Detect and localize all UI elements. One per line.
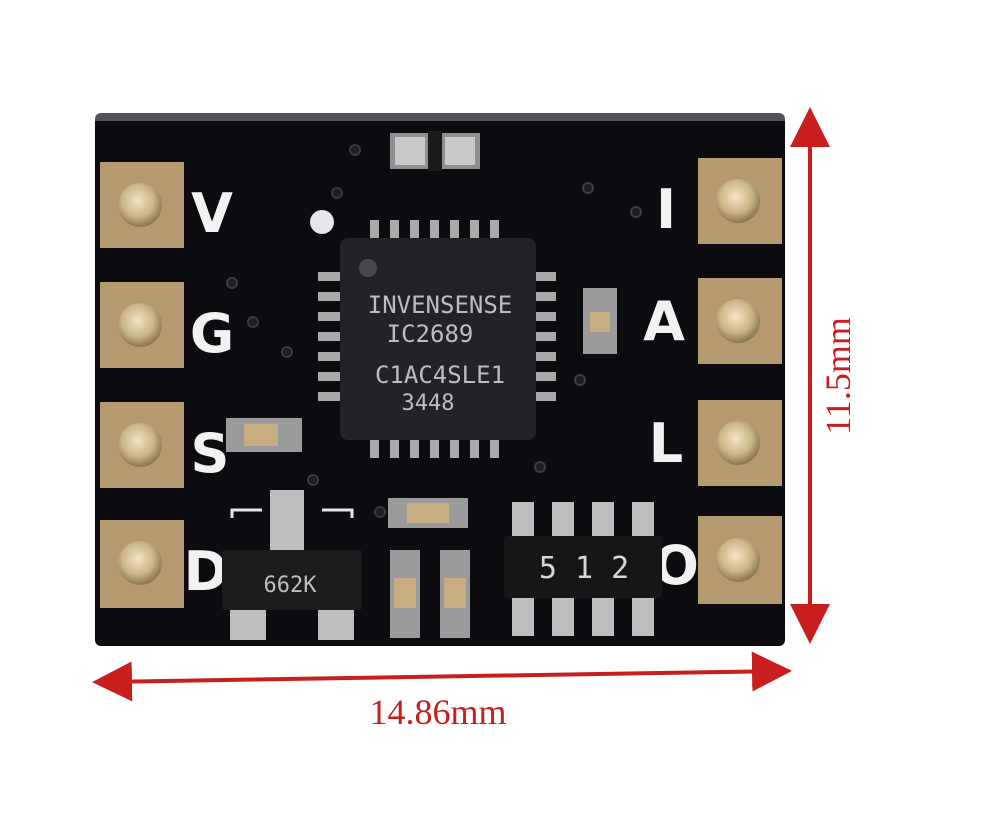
chip-pin1-dot — [359, 259, 377, 277]
pin-label-l: L — [649, 412, 683, 475]
resistor-array: 5 1 2 — [504, 502, 662, 636]
height-label: 11.5mm — [818, 317, 858, 435]
imu-chip: INVENSENSE IC2689 C1AC4SLE1 3448 — [318, 220, 556, 458]
pin-label-a: A — [643, 290, 685, 353]
pin-label-v: V — [191, 182, 233, 245]
transistor-marking: 662K — [264, 573, 318, 598]
pin-label-g: G — [190, 302, 234, 365]
chip-text-part: IC2689 — [387, 320, 474, 348]
right-pads — [698, 158, 782, 604]
pin1-marker-dot — [310, 210, 334, 234]
left-pads — [100, 162, 184, 608]
left-capacitor — [226, 418, 302, 452]
width-label: 14.86mm — [369, 692, 506, 732]
chip-text-date: 3448 — [402, 391, 455, 416]
width-arrow — [92, 651, 792, 702]
top-capacitor — [390, 131, 480, 171]
chip-text-brand: INVENSENSE — [368, 291, 513, 319]
chip-text-lot: C1AC4SLE1 — [375, 361, 505, 389]
transistor: 662K — [222, 490, 362, 640]
middle-capacitor — [388, 498, 468, 528]
left-pin-labels: V G S D — [184, 182, 235, 603]
vias — [226, 144, 642, 518]
resistor-array-marking: 5 1 2 — [539, 551, 629, 586]
pin-label-d: D — [184, 540, 229, 603]
pin-label-s: S — [191, 422, 230, 485]
pin-label-i: I — [656, 178, 676, 241]
chip-body — [340, 238, 536, 440]
right-capacitor — [583, 288, 617, 354]
bottom-resistors — [390, 550, 470, 638]
